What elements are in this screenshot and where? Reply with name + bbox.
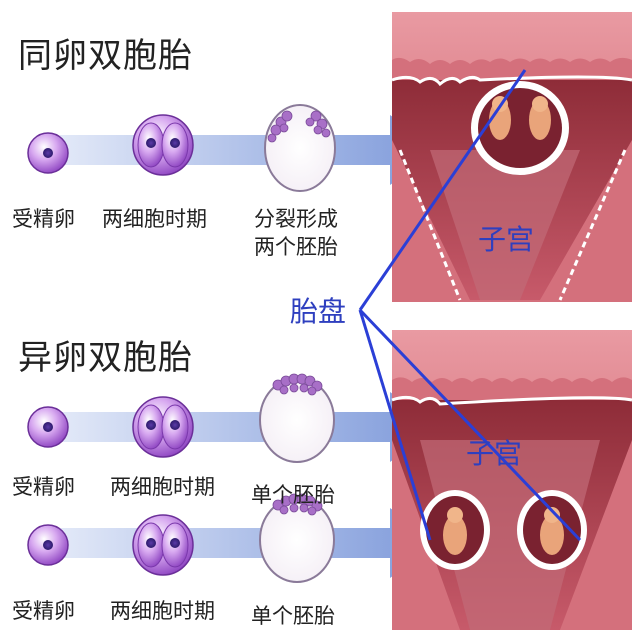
stage-label-split-2: 两个胚胎	[254, 235, 338, 259]
two-cell-icon	[132, 396, 194, 458]
arrow-row-identical	[60, 115, 440, 185]
identical-twins-title: 同卵双胞胎	[18, 36, 193, 76]
stage-label-split-1: 分裂形成	[254, 207, 338, 231]
uterus-panel-identical	[391, 12, 633, 302]
split-blastocyst-icon	[264, 104, 336, 192]
zygote-icon	[27, 524, 69, 566]
fraternal-twins-title: 异卵双胞胎	[18, 338, 193, 378]
zygote-icon	[27, 406, 69, 448]
two-cell-icon	[132, 114, 194, 176]
two-cell-icon	[132, 514, 194, 576]
arrow-row-fraternal-2	[60, 508, 440, 578]
single-blastocyst-icon	[259, 493, 335, 583]
stage-label-two-cell: 两细胞时期	[110, 475, 215, 499]
stage-label-two-cell: 两细胞时期	[110, 599, 215, 623]
stage-label-zygote: 受精卵	[12, 475, 75, 499]
zygote-icon	[27, 132, 69, 174]
single-blastocyst-icon	[259, 373, 335, 463]
stage-label-single-embryo: 单个胚胎	[251, 483, 335, 507]
uterus-label-fraternal: 子宫	[466, 437, 523, 470]
uterus-panel-fraternal	[391, 330, 633, 630]
arrow-row-fraternal-1	[60, 392, 440, 462]
placenta-pointer-lines	[358, 69, 582, 542]
placenta-label: 胎盘	[290, 295, 347, 328]
stage-label-two-cell: 两细胞时期	[102, 207, 207, 231]
stage-label-zygote: 受精卵	[12, 207, 75, 231]
stage-label-single-embryo: 单个胚胎	[251, 604, 335, 628]
stage-label-zygote: 受精卵	[12, 599, 75, 623]
uterus-label-identical: 子宫	[478, 223, 535, 256]
